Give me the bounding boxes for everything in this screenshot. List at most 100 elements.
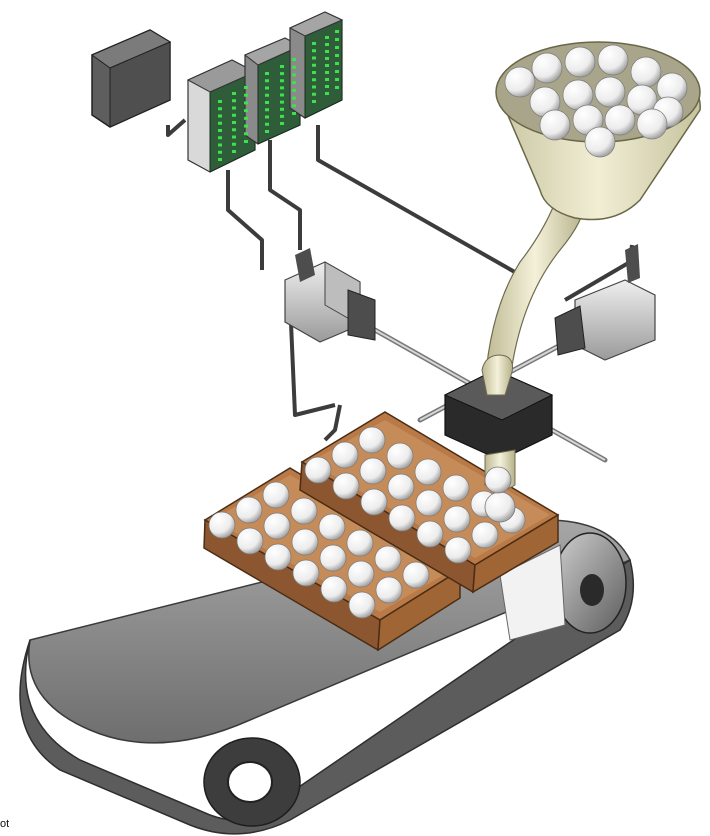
hopper-ball [564, 46, 596, 78]
led-indicator [265, 93, 269, 97]
cables [166, 118, 634, 442]
led-indicator [325, 64, 329, 67]
tray-ball [442, 474, 470, 502]
led-indicator [325, 71, 329, 74]
led-indicator [265, 101, 269, 104]
dispensed-ball-2 [484, 466, 512, 494]
tray-ball [290, 497, 318, 525]
tray-ball [416, 520, 444, 548]
servo-motor-left [284, 248, 376, 343]
hopper-ball [594, 76, 626, 108]
tray-ball [304, 456, 332, 484]
tray-ball [359, 457, 387, 485]
led-indicator [335, 86, 339, 89]
tray-ball [415, 489, 443, 517]
led-indicator [335, 78, 339, 81]
hopper-ball [630, 56, 662, 88]
tray-ball [443, 505, 471, 533]
led-indicator [335, 70, 339, 73]
led-indicator [325, 78, 329, 81]
tray-ball [402, 561, 430, 589]
tray-ball [236, 527, 264, 555]
tray-ball [318, 513, 346, 541]
led-indicator [244, 86, 248, 89]
tray-ball [235, 496, 263, 524]
led-indicator [232, 150, 236, 153]
hopper-ball [504, 66, 536, 98]
hopper-ball [539, 109, 571, 141]
tray-ball [360, 488, 388, 516]
tray-ball [358, 426, 386, 454]
hopper-ball [636, 108, 668, 140]
led-indicator [335, 38, 339, 41]
tray-ball [374, 545, 402, 573]
led-indicator [232, 128, 236, 132]
led-indicator [280, 86, 284, 90]
led-indicator [232, 99, 236, 103]
led-indicator [232, 121, 236, 124]
led-indicator [218, 136, 222, 140]
led-indicator [325, 36, 329, 39]
led-indicator [232, 106, 236, 110]
status-leds [218, 30, 339, 161]
led-indicator [335, 30, 339, 33]
tray-ball [347, 560, 375, 588]
tray-ball [320, 575, 348, 603]
tray-ball [375, 576, 403, 604]
led-indicator [218, 114, 222, 118]
led-indicator [325, 92, 329, 95]
led-indicator [292, 81, 296, 85]
tray-ball [332, 472, 360, 500]
led-indicator [218, 107, 222, 111]
tray-ball [262, 481, 290, 509]
led-indicator [280, 122, 284, 125]
led-indicator [218, 150, 222, 154]
led-indicator [265, 122, 269, 126]
hopper-ball [584, 126, 616, 158]
tray-ball [208, 511, 236, 539]
led-indicator [312, 100, 316, 103]
led-indicator [218, 100, 222, 103]
led-indicator [325, 50, 329, 53]
led-indicator [312, 71, 316, 74]
led-indicator [232, 92, 236, 95]
led-indicator [265, 115, 269, 119]
servo-motor-right [554, 244, 656, 361]
led-indicator [265, 86, 269, 90]
hopper-balls [504, 44, 688, 158]
led-indicator [232, 142, 236, 146]
led-indicator [335, 46, 339, 49]
tray-ball [263, 512, 291, 540]
tray-ball [388, 504, 416, 532]
hopper-ball [604, 104, 636, 136]
led-indicator [312, 56, 316, 60]
front-roller [203, 737, 301, 827]
led-indicator [292, 104, 296, 108]
hopper-ball [531, 52, 563, 84]
led-indicator [280, 79, 284, 83]
led-indicator [244, 101, 248, 105]
tray-balls [208, 426, 526, 619]
tray-ball [291, 528, 319, 556]
tray-ball [264, 543, 292, 571]
tray-ball [331, 441, 359, 469]
tray-ball [319, 544, 347, 572]
led-indicator [265, 108, 269, 112]
led-indicator [312, 85, 316, 89]
led-indicator [244, 132, 248, 136]
led-indicator [265, 79, 269, 83]
led-indicator [280, 107, 284, 111]
led-indicator [292, 88, 296, 92]
tray-ball [346, 529, 374, 557]
led-indicator [280, 114, 284, 118]
led-indicator [280, 93, 284, 97]
led-indicator [292, 65, 296, 69]
led-indicator [325, 43, 329, 46]
dispensed-ball [484, 491, 516, 523]
led-indicator [280, 100, 284, 104]
led-indicator [265, 130, 269, 133]
led-indicator [244, 124, 248, 128]
tray-ball [387, 473, 415, 501]
tray-ball [471, 521, 499, 549]
